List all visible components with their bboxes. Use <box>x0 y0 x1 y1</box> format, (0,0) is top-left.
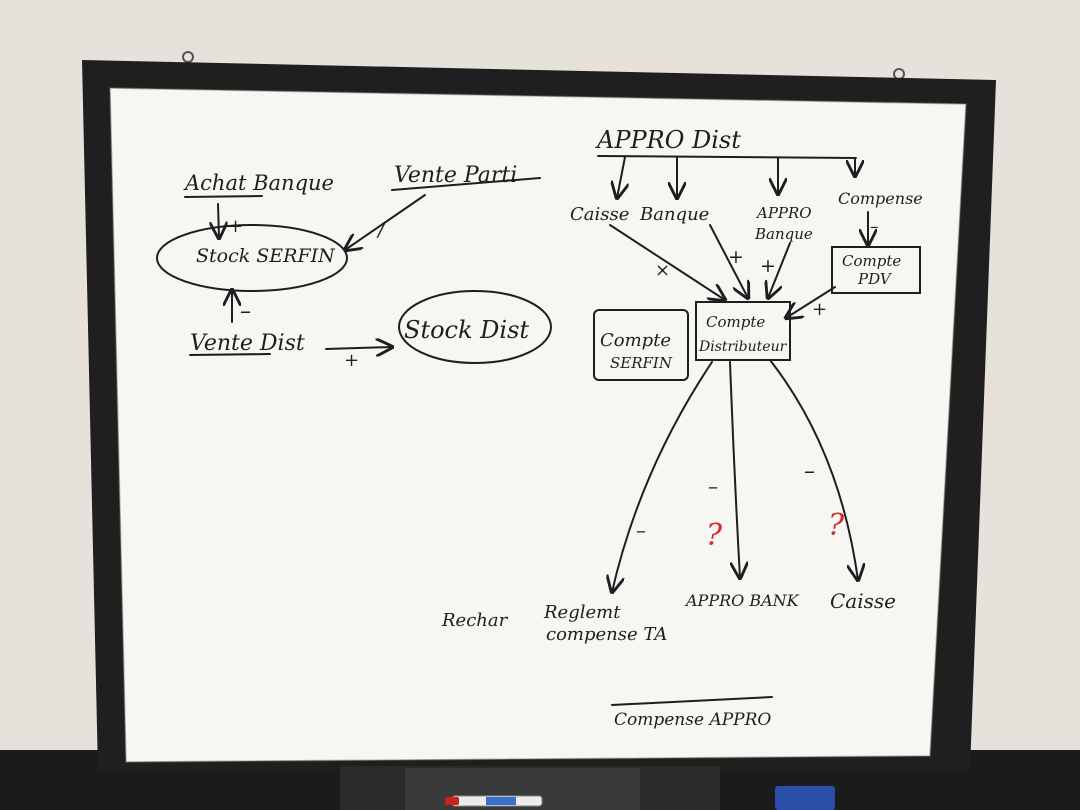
vente-parti-label: Vente Parti <box>394 163 517 188</box>
compte-serfin-box <box>593 309 689 381</box>
plus-sign: + <box>812 299 827 320</box>
arrow <box>325 347 392 349</box>
vente-dist-label: Vente Dist <box>190 331 305 356</box>
stock-serfin-label: Stock SERFIN <box>196 245 336 267</box>
arrow <box>729 361 740 578</box>
banque-label: Banque <box>639 204 709 225</box>
minus-sign: – <box>708 474 718 498</box>
appro-bank-label: APPRO BANK <box>684 591 800 610</box>
arrow <box>609 224 725 300</box>
appro-dist-label: APPRO Dist <box>595 126 741 154</box>
compte-distributeur-label-1: Compte <box>706 313 765 331</box>
plus-sign: + <box>760 255 776 277</box>
cross-sign: × <box>655 260 670 281</box>
arrow <box>617 156 625 198</box>
slash-sign: / <box>376 217 387 241</box>
appro-banque-label-2: Banque <box>754 225 813 243</box>
arrow <box>769 359 858 580</box>
reglement-label-1: Reglemt <box>543 602 621 623</box>
minus-sign: – <box>804 459 815 484</box>
arrow <box>709 224 748 298</box>
minus-sign: – <box>240 299 251 324</box>
minus-sign: – <box>636 518 646 542</box>
underline <box>611 696 773 706</box>
question-mark-icon: ? <box>706 518 723 553</box>
arrow <box>768 242 791 298</box>
compte-distributeur-label-2: Distributeur <box>698 339 788 355</box>
caisse-bottom-label: Caisse <box>830 589 896 613</box>
arrow <box>786 286 836 318</box>
compte-pdv-box <box>831 246 921 294</box>
arrow <box>218 203 219 238</box>
stock-dist-label: Stock Dist <box>404 316 529 344</box>
arrow <box>612 361 713 592</box>
compense-label: Compense <box>838 189 923 208</box>
marker-icon[interactable] <box>445 795 543 807</box>
eraser-icon[interactable] <box>775 786 835 810</box>
underline <box>189 353 271 356</box>
caisse-label: Caisse <box>570 204 629 225</box>
stock-serfin-ellipse <box>156 224 348 292</box>
plus-sign: + <box>728 246 744 268</box>
compense-appro-label: Compense APPRO <box>614 710 771 730</box>
plus-sign: + <box>228 216 243 237</box>
hook-icon <box>182 51 194 63</box>
achat-banque-label: Achat Banque <box>183 171 334 195</box>
plus-sign: + <box>344 350 359 371</box>
compte-pdv-label-1: Compte <box>842 252 901 270</box>
appro-banque-label-1: APPRO <box>755 204 812 222</box>
stock-dist-ellipse <box>398 290 552 364</box>
board-surface <box>110 88 966 762</box>
compte-serfin-label-2: SERFIN <box>610 354 673 372</box>
compte-serfin-label-1: Compte <box>600 330 671 351</box>
arrow <box>345 194 426 250</box>
compte-pdv-label-2: PDV <box>857 270 893 288</box>
bracket-line <box>597 155 857 159</box>
reglement-label-2: compense TA <box>546 624 667 645</box>
minus-sign: – <box>870 217 879 237</box>
underline <box>391 177 541 191</box>
rechar-label: Rechar <box>441 610 509 631</box>
question-mark-icon: ? <box>828 508 845 543</box>
underline <box>184 195 263 198</box>
